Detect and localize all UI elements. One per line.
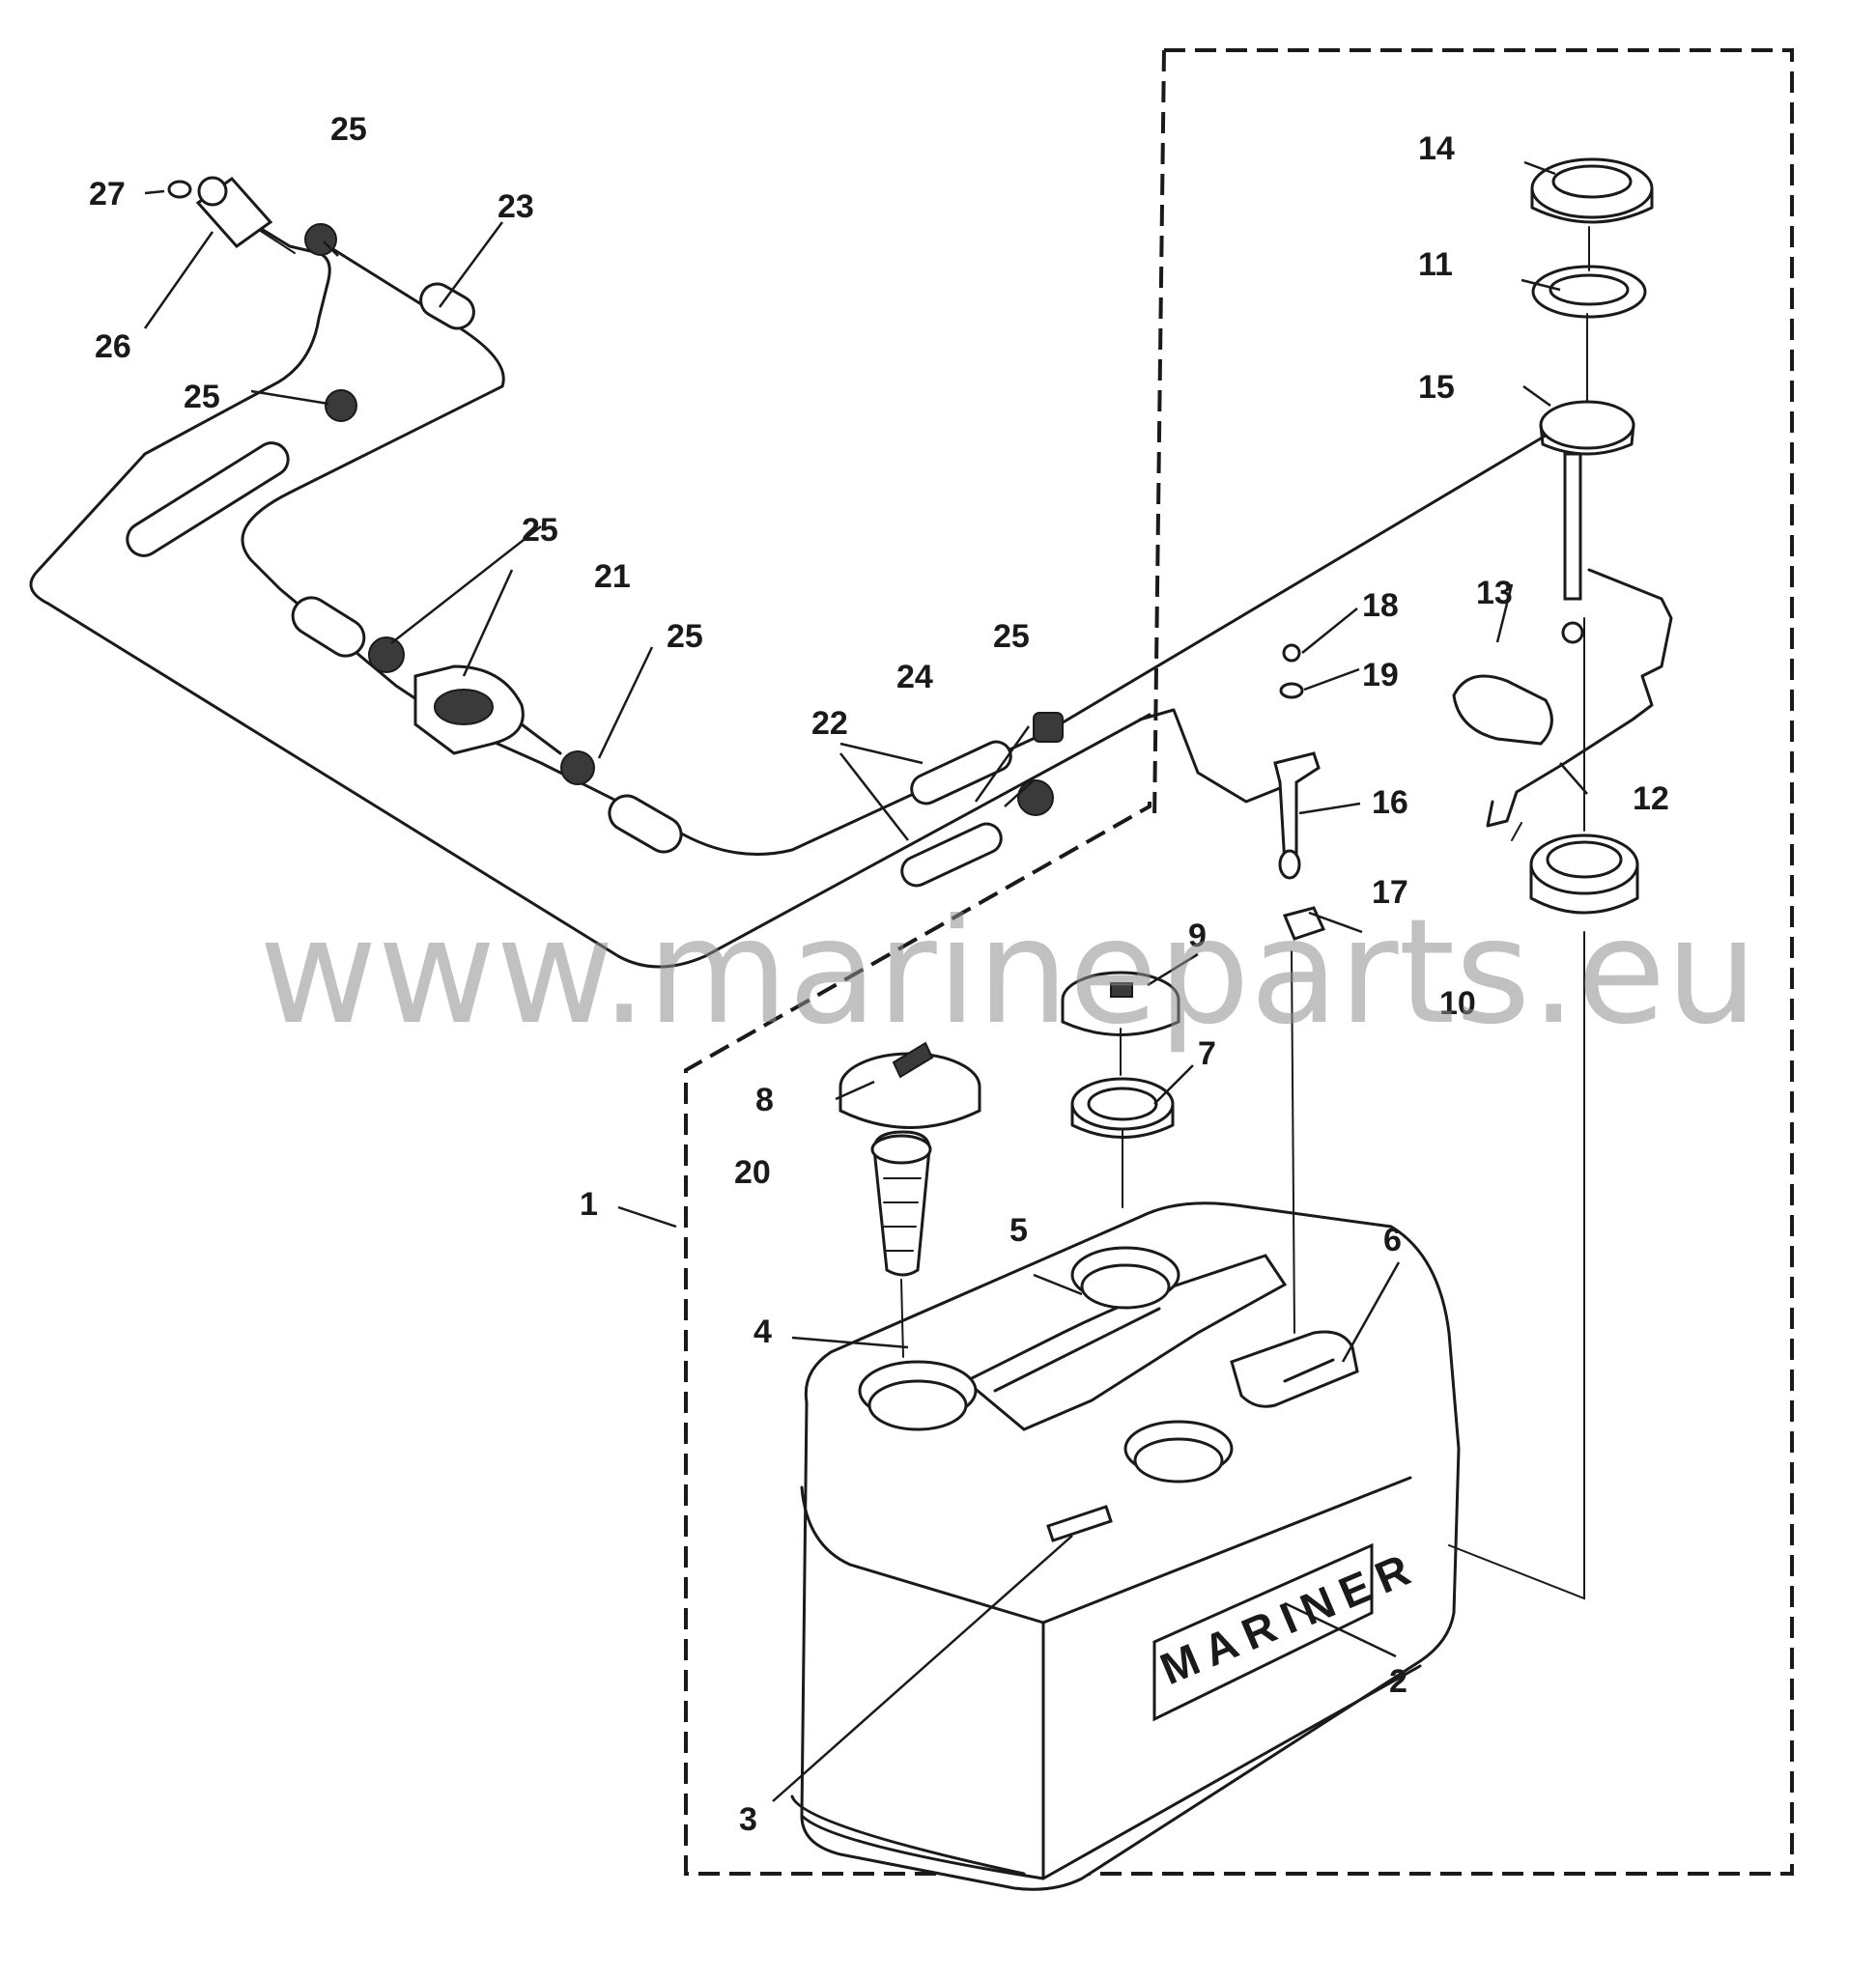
hose-sleeve-24	[910, 740, 1012, 805]
callout-25-b: 25	[184, 379, 220, 415]
callout-21: 21	[594, 558, 631, 595]
callout-4: 4	[753, 1314, 772, 1350]
fuel-tank-body	[790, 1201, 1461, 1891]
gauge-gasket	[1531, 265, 1647, 319]
callout-13: 13	[1476, 575, 1513, 611]
callout-5: 5	[1009, 1212, 1028, 1249]
pickup-screw	[1282, 643, 1301, 663]
callout-23: 23	[497, 188, 534, 225]
callout-11: 11	[1418, 246, 1453, 283]
callout-22: 22	[811, 705, 848, 742]
pickup-washer	[1279, 682, 1304, 699]
callout-7: 7	[1198, 1035, 1216, 1072]
fuel-strainer	[870, 1130, 932, 1277]
callout-25-e: 25	[993, 618, 1030, 655]
hose-sleeve-23	[419, 282, 475, 330]
hose-sleeve-mid-left	[126, 441, 290, 557]
callout-26: 26	[95, 328, 131, 365]
callout-25-d: 25	[667, 618, 703, 655]
o-ring	[167, 180, 192, 199]
callout-17: 17	[1372, 874, 1408, 911]
alignment-lines	[900, 226, 1590, 1600]
gauge-lock-ring	[1529, 834, 1639, 915]
callout-25-a: 25	[330, 111, 367, 148]
callout-18: 18	[1362, 587, 1399, 624]
float-arm	[1486, 568, 1673, 828]
gauge-float	[1452, 674, 1553, 746]
pickup-tube	[1273, 751, 1321, 880]
callout-2: 2	[1389, 1663, 1407, 1700]
leader-lines	[143, 160, 1588, 1802]
hose-sleeve-22	[900, 822, 1003, 888]
callout-10: 10	[1439, 985, 1476, 1022]
filler-cap	[839, 1041, 981, 1129]
hose-sleeve-primer-out	[608, 794, 683, 854]
callout-9: 9	[1188, 918, 1207, 954]
callout-25-c: 25	[522, 512, 558, 549]
vent-cap	[1061, 971, 1180, 1036]
fuel-connector	[195, 176, 296, 254]
fuel-gauge-head	[1539, 400, 1635, 644]
callout-8: 8	[755, 1082, 774, 1118]
fuel-line-hose	[29, 191, 1557, 969]
callout-19: 19	[1362, 657, 1399, 693]
hose-sleeve-primer-in	[291, 596, 366, 658]
vent-gasket-ring	[1070, 1077, 1175, 1139]
gauge-cap-ring	[1530, 157, 1654, 224]
callout-16: 16	[1372, 784, 1408, 821]
callout-20: 20	[734, 1154, 771, 1191]
callout-27: 27	[89, 176, 126, 212]
watermark-text: www.marineparts.eu	[259, 889, 1758, 1057]
callout-14: 14	[1418, 130, 1455, 167]
callout-1: 1	[580, 1186, 598, 1223]
callout-6: 6	[1383, 1222, 1402, 1258]
callout-15: 15	[1418, 369, 1455, 406]
callout-12: 12	[1633, 780, 1669, 817]
assembly-boundary	[684, 48, 1794, 1876]
callout-24: 24	[896, 659, 933, 695]
callout-3: 3	[739, 1801, 757, 1838]
primer-bulb	[413, 664, 562, 755]
callout-labels: 1 2 3 4 5 6 7 8 9 10 11 12 13 14 15 16 1…	[89, 111, 1669, 1838]
